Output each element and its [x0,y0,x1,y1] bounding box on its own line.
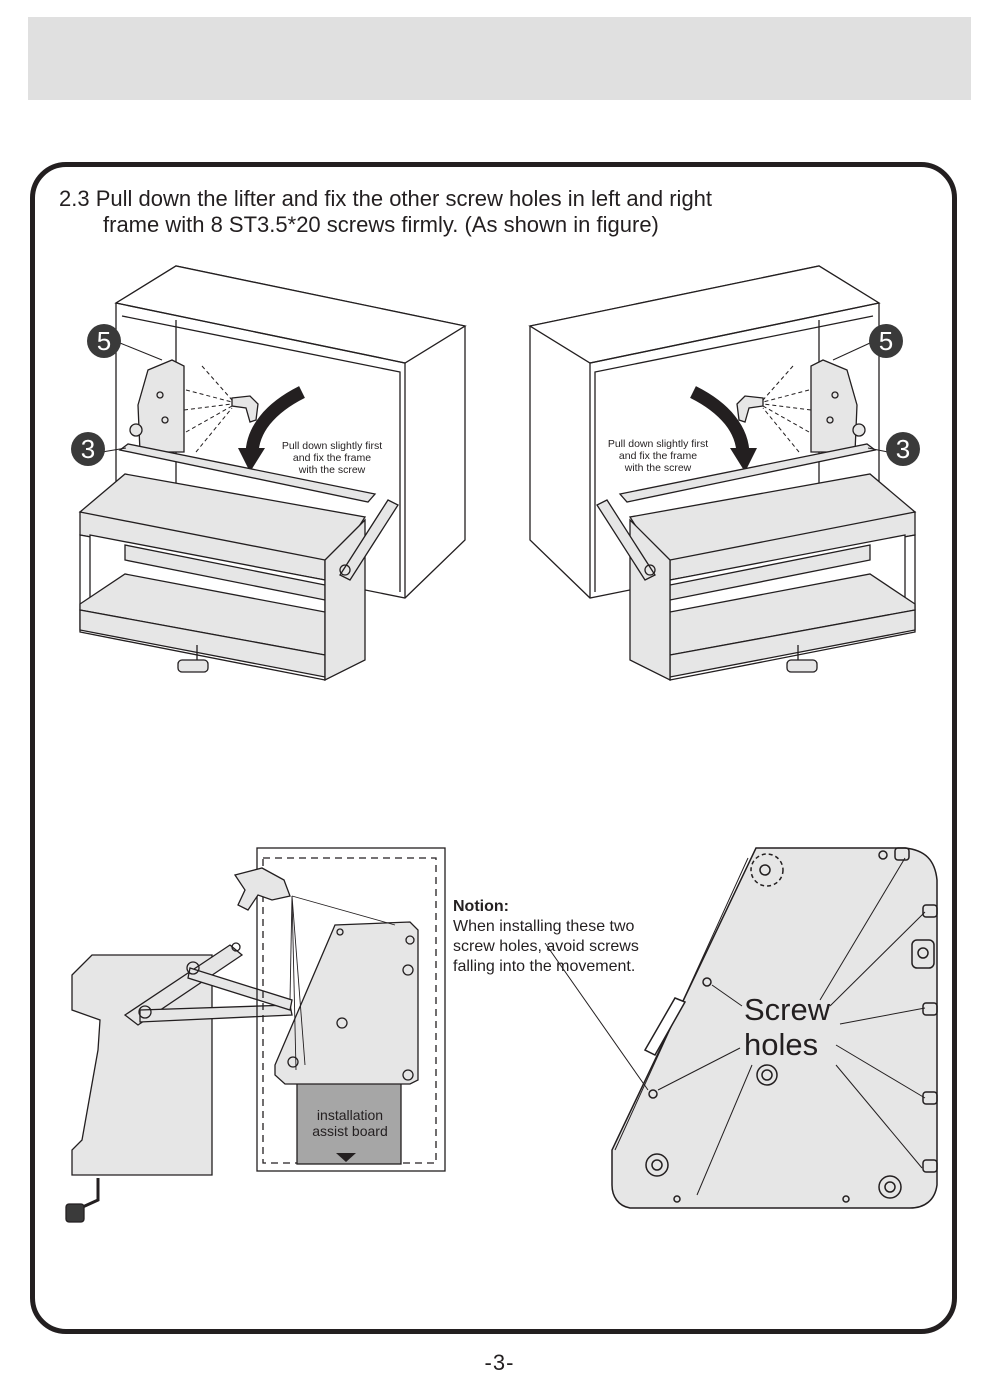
left-leader-5 [119,342,163,361]
right-leader-5 [832,342,871,361]
left-badge-3-label: 3 [81,434,95,464]
left-caption-line-1: Pull down slightly first [282,440,382,452]
notion-note: Notion: When installing these two screw … [453,897,703,977]
screw-holes-label: Screw holes [744,992,830,1062]
header-bar [28,17,971,100]
screw-holes-label-line-1: Screw [744,992,831,1027]
lifter-detail-figure [65,847,446,1223]
left-badge-5-label: 5 [97,326,111,356]
screw-holes-label-line-2: holes [744,1027,819,1062]
screw-holes-figure [544,847,938,1209]
left-badge-5 [87,324,121,358]
left-cabinet-figure [78,265,467,682]
step-instruction: 2.3 Pull down the lifter and fix the oth… [59,186,919,238]
step-line-2: frame with 8 ST3.5*20 screws firmly. (As… [103,212,659,237]
notion-line-1: When installing these two [453,918,635,935]
installation-assist-board-label: installation assist board [312,1107,388,1139]
right-badge-3 [886,432,920,466]
right-caption-line-2: and fix the frame [619,450,697,462]
page-number: -3- [484,1350,515,1375]
right-caption-line-1: Pull down slightly first [608,438,708,450]
notion-line-2: screw holes, avoid screws [453,938,639,955]
step-line-1: 2.3 Pull down the lifter and fix the oth… [59,186,713,211]
left-caption-line-2: and fix the frame [293,452,371,464]
left-caption-line-3: with the screw [298,464,366,476]
right-badge-3-label: 3 [896,434,910,464]
notion-line-3: falling into the movement. [453,958,636,975]
right-badge-5-label: 5 [879,326,893,356]
right-cabinet-figure [528,265,917,682]
left-leader-3 [101,447,127,453]
left-badge-3 [71,432,105,466]
notion-title: Notion: [453,898,509,915]
content-frame [30,162,957,1334]
right-caption-line-3: with the screw [624,462,692,474]
right-leader-3 [867,447,889,453]
right-badge-5 [869,324,903,358]
